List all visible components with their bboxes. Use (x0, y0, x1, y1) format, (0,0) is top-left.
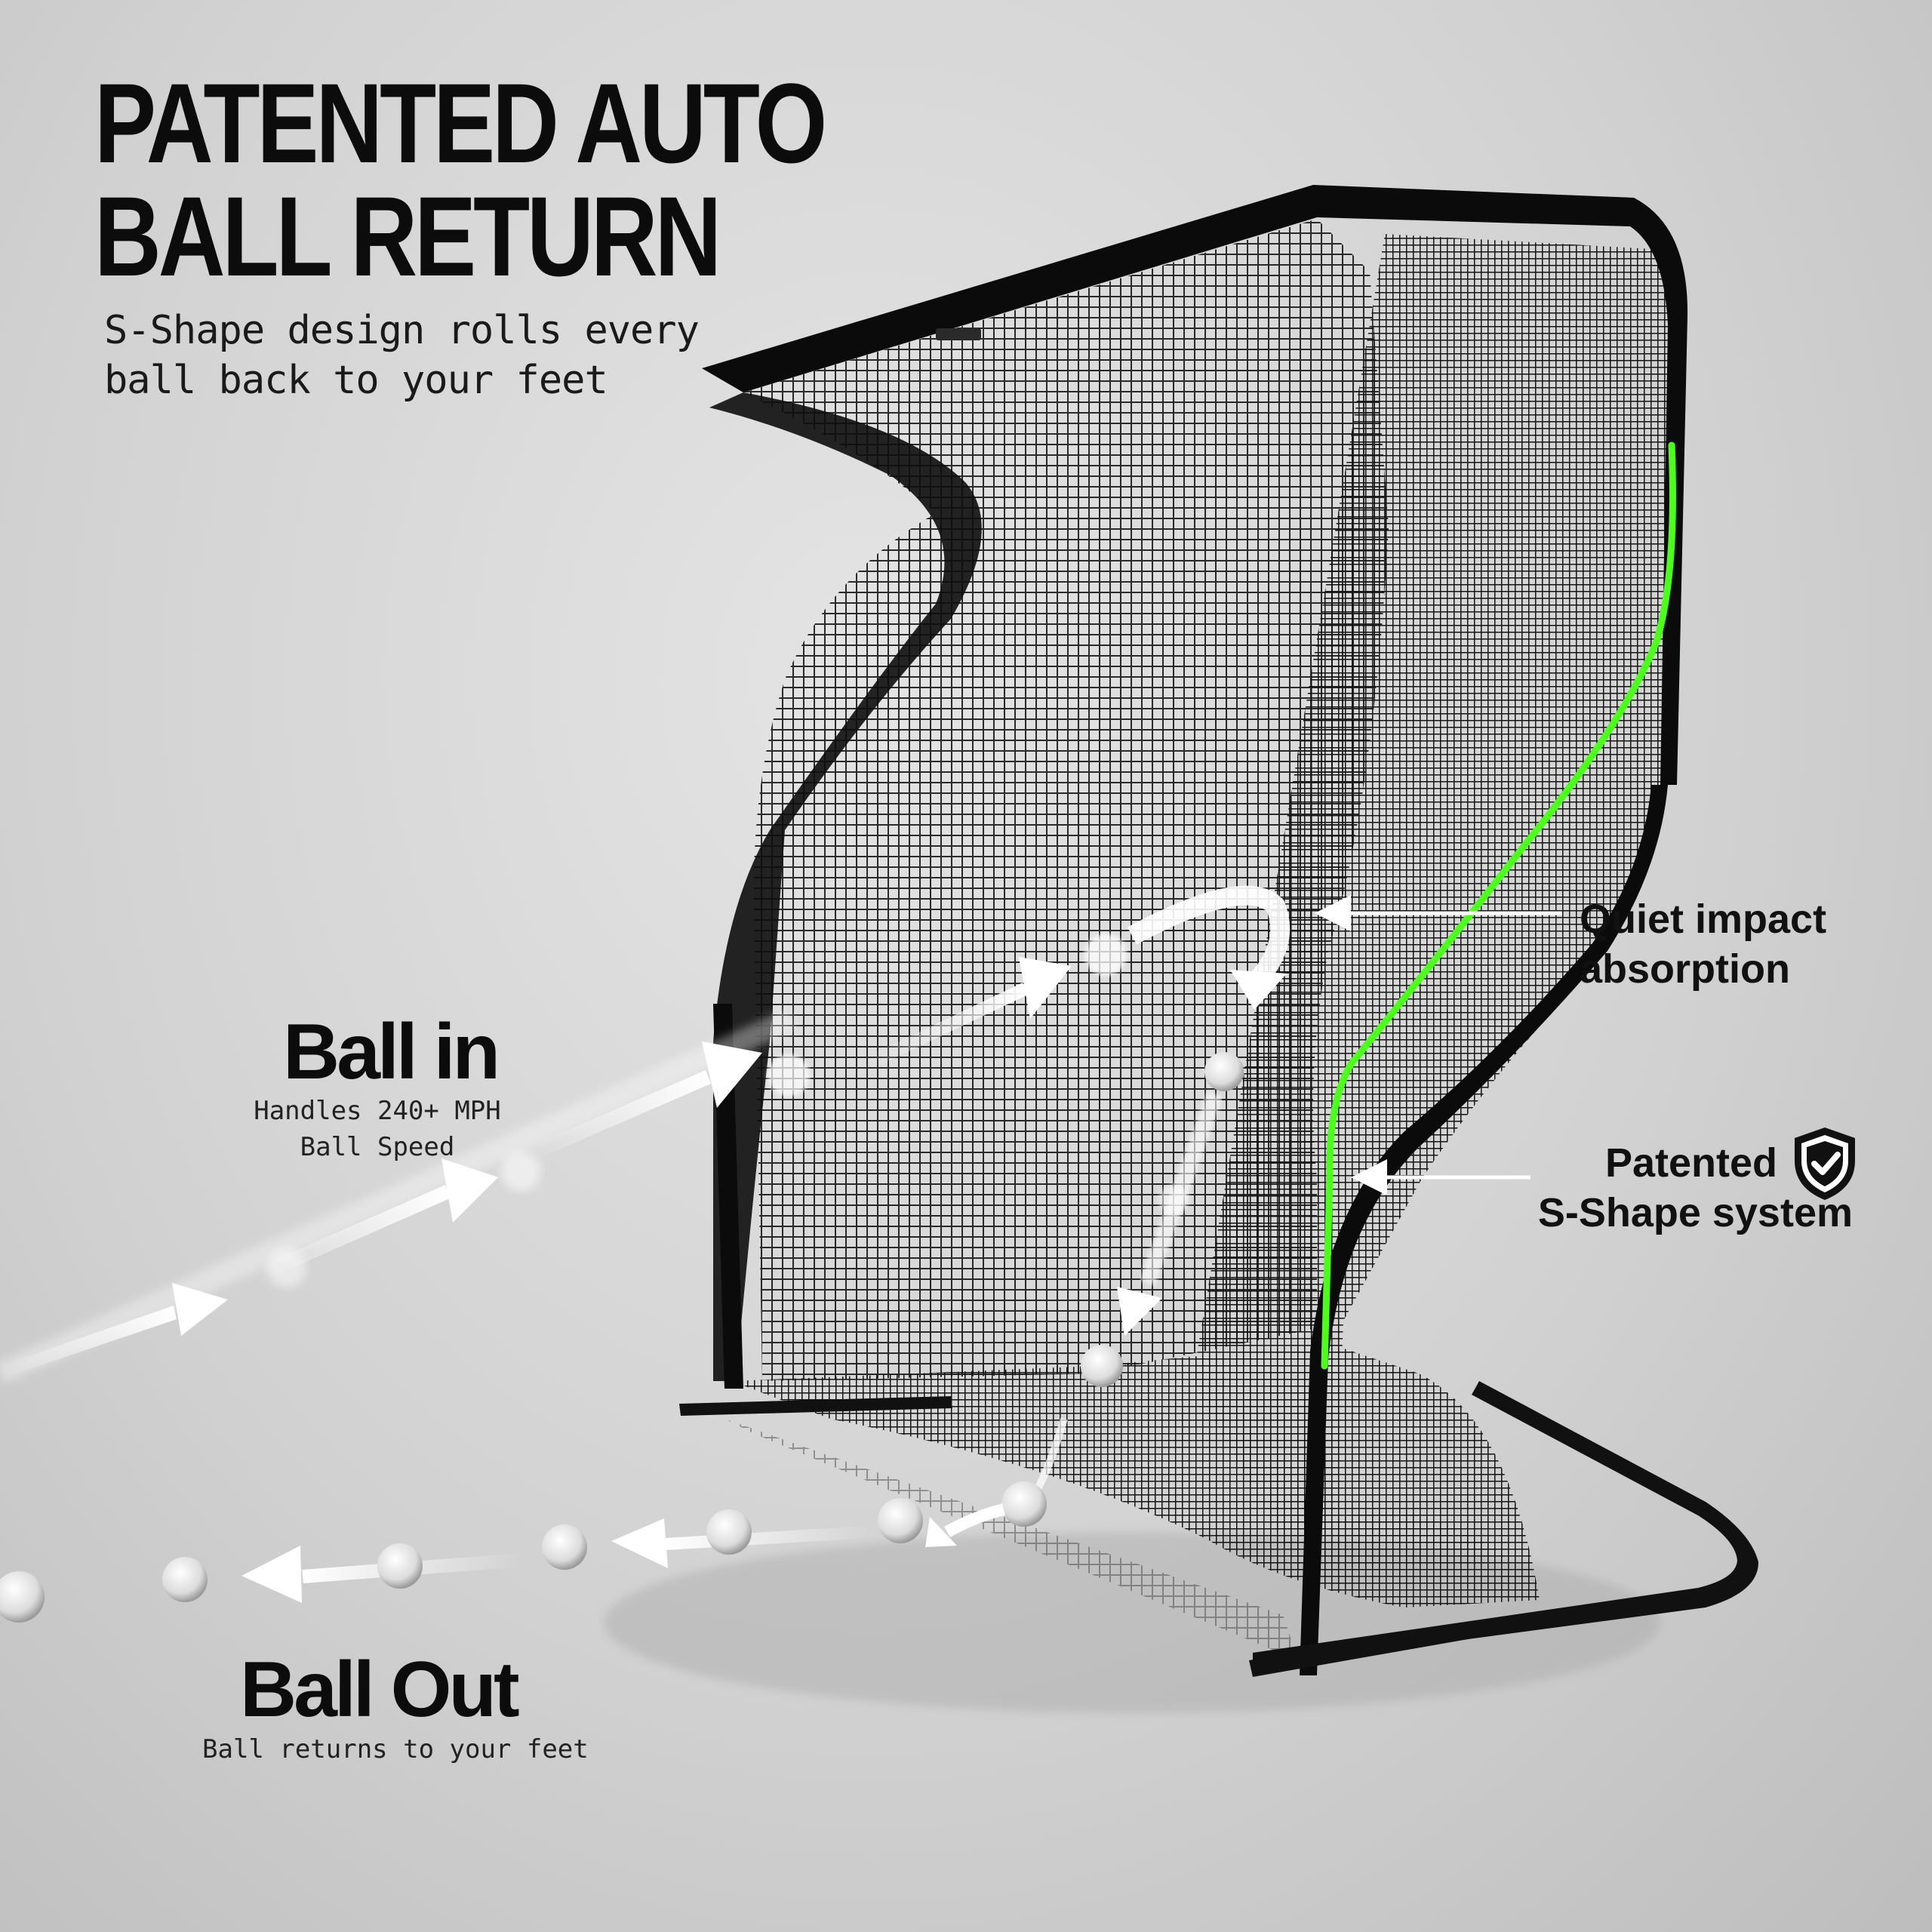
ball-out-title: Ball Out (240, 1646, 520, 1734)
net-left-panel (709, 392, 982, 1381)
net-front-panel (743, 219, 1389, 1381)
ball-in-blur-4 (1084, 934, 1127, 976)
ball-drop-2 (1158, 1185, 1189, 1215)
ball-in-blur-2 (501, 1152, 540, 1191)
net-base-foot (1249, 1623, 1468, 1677)
ball-in-streak (0, 1008, 798, 1384)
subhead: S-Shape design rolls every ball back to … (104, 306, 700, 405)
ball-in-arrow-4 (868, 957, 1072, 1069)
ball-in-blur-3 (768, 1054, 810, 1097)
ball-in-caption-line-1: Handles 240+ MPH (254, 1096, 501, 1126)
ball-out-trajectory (0, 1417, 1068, 1623)
subhead-line-2: ball back to your feet (104, 358, 608, 403)
ball-out-4 (542, 1524, 587, 1570)
ball-in-title: Ball in (283, 1008, 500, 1096)
ball-in-trajectory (0, 885, 1291, 1387)
subhead-line-1: S-Shape design rolls every (104, 308, 700, 353)
ball-out-3 (706, 1509, 752, 1555)
ball-drop-1 (1204, 1052, 1244, 1091)
callout-pointer-impact (1315, 895, 1562, 931)
headline-line-2: BALL RETURN (94, 173, 721, 300)
ball-in-arrow-3 (528, 1041, 762, 1161)
headline-line-1: PATENTED AUTO (94, 60, 827, 186)
callout-s-shape-line-1: Patented (1604, 1140, 1777, 1186)
net-logo-tag (936, 328, 981, 340)
net-bottom-catch (732, 1343, 1540, 1607)
ball-in-caption-line-2: Ball Speed (300, 1132, 455, 1162)
ball-in-arrow-1 (0, 1283, 228, 1378)
ball-out-caption: Ball returns to your feet (202, 1734, 589, 1764)
callout-impact: Quiet impact absorption (1580, 894, 1826, 994)
callout-impact-line-2: absorption (1580, 946, 1790, 992)
ball-curl-arrow (1127, 885, 1291, 988)
callout-s-shape: Patented S-Shape system (1538, 1138, 1853, 1238)
ball-out-1 (1001, 1481, 1047, 1527)
headline: PATENTED AUTO BALL RETURN (94, 60, 827, 300)
ball-curl-arrowhead (1230, 970, 1287, 1010)
ball-out-2 (878, 1498, 923, 1543)
callout-impact-line-1: Quiet impact (1580, 897, 1827, 942)
ball-drop-arrowhead (1117, 1287, 1162, 1336)
ball-in-blur-1 (267, 1248, 306, 1287)
ball-out-6 (162, 1557, 208, 1602)
ball-out-curl-head (925, 1517, 957, 1547)
ball-out-5 (377, 1543, 423, 1589)
net-ground-mesh (724, 1419, 1298, 1660)
net-right-pole (1300, 785, 1668, 1675)
s-shape-accent-line (1321, 441, 1676, 1370)
callout-pointer-s-shape (1351, 1159, 1531, 1195)
ball-drop-3 (1081, 1345, 1123, 1387)
net-base-frame (679, 1396, 952, 1416)
ball-in-arrow-2 (257, 1158, 498, 1281)
ball-in-caption: Handles 240+ MPH Ball Speed (242, 1093, 513, 1165)
callout-s-shape-line-2: S-Shape system (1537, 1190, 1853, 1235)
ball-out-curl (944, 1503, 1005, 1537)
ball-out-7 (0, 1571, 45, 1623)
shield-check-icon (1795, 1128, 1855, 1200)
